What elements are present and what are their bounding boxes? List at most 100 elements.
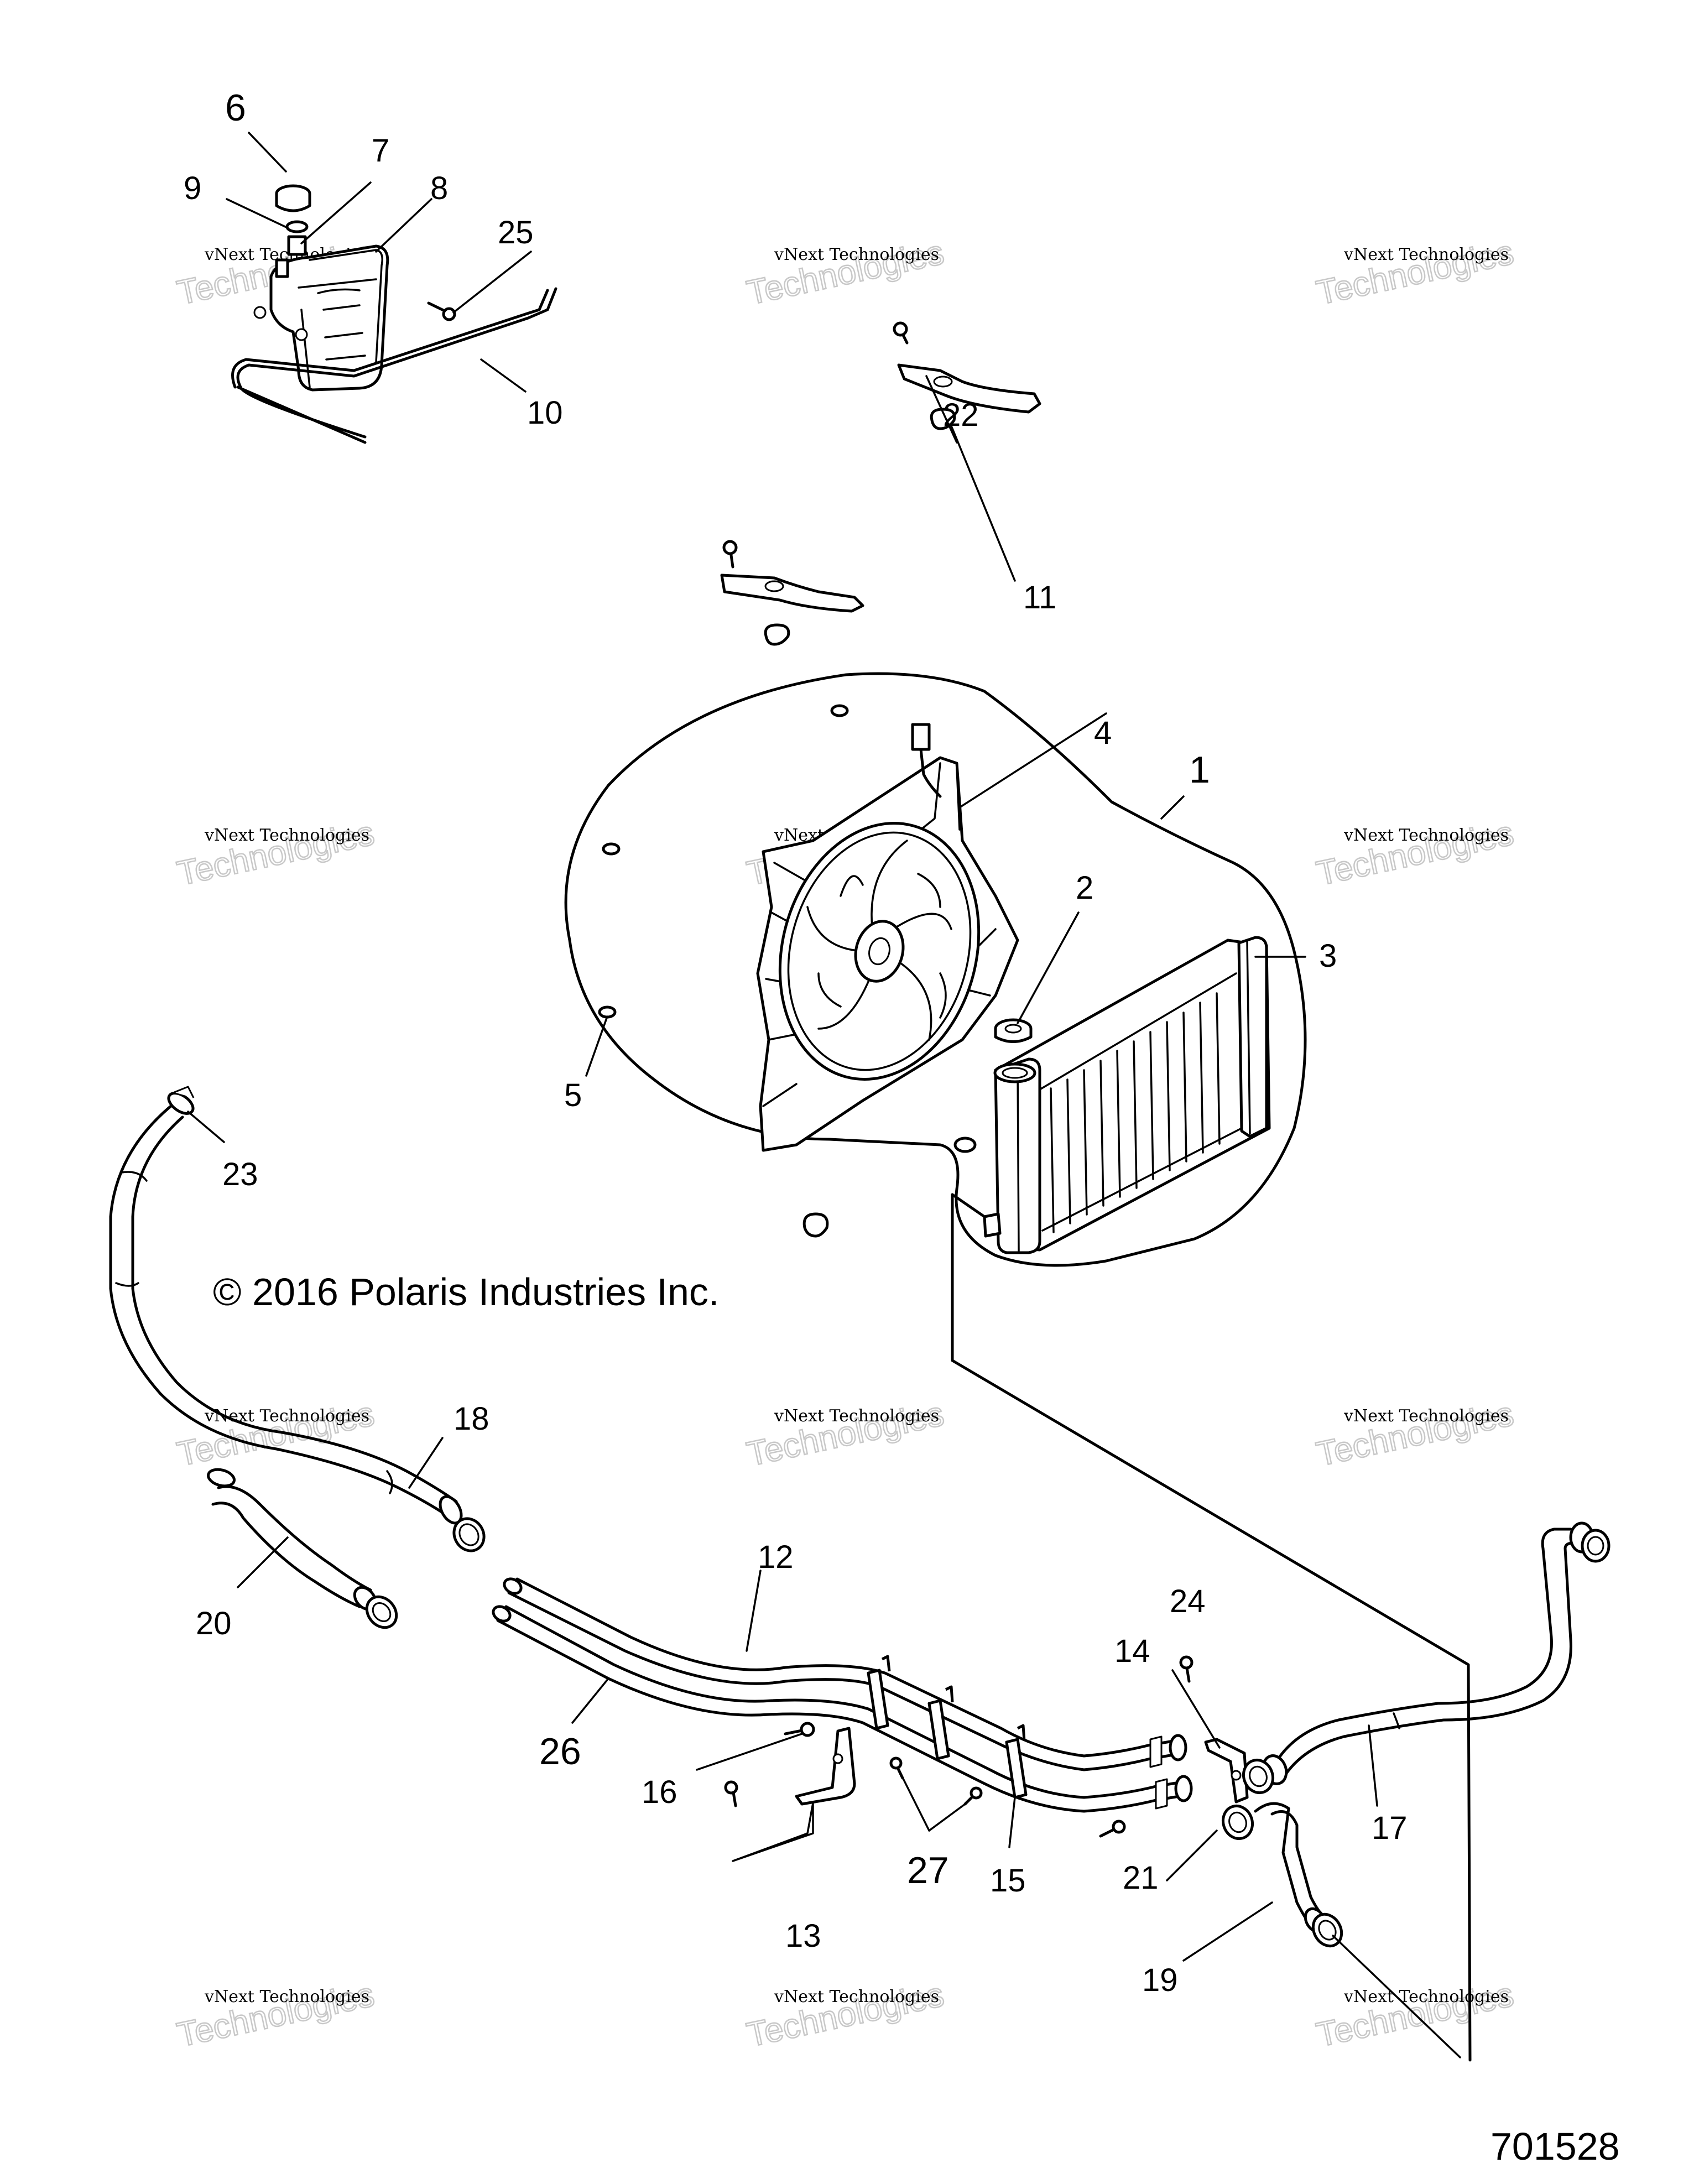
watermark-10: Technologies vNext Technologies	[173, 1975, 378, 2055]
lower-left-hose[interactable]	[206, 1467, 402, 1633]
overflow-hose-edge	[231, 289, 549, 389]
leader-4	[958, 712, 1107, 809]
callout-5: 5	[564, 1077, 582, 1113]
bracket-14[interactable]	[1204, 1738, 1249, 1804]
callout-22: 22	[943, 397, 979, 433]
callout-9: 9	[184, 170, 201, 206]
leader-25	[452, 251, 532, 314]
coolant-tube-assembly[interactable]	[491, 1576, 1193, 1813]
callout-17: 17	[1372, 1810, 1408, 1846]
leader-22	[925, 375, 958, 444]
leader-27b	[928, 1803, 966, 1832]
callout-13: 13	[785, 1918, 821, 1954]
watermark-text: vNext Technologies	[1343, 826, 1509, 845]
overflow-hose-end	[236, 385, 367, 444]
screw-24[interactable]	[1179, 1655, 1194, 1683]
watermark-text: vNext Technologies	[1343, 1406, 1509, 1426]
leader-19	[1182, 1901, 1273, 1962]
callout-8: 8	[430, 170, 448, 206]
screw-15[interactable]	[1099, 1820, 1126, 1838]
watermark-6: Technologies vNext Technologies	[1312, 814, 1518, 894]
leader-1	[1160, 795, 1185, 820]
callout-24: 24	[1170, 1583, 1206, 1619]
callout-3: 3	[1319, 938, 1337, 974]
fan-assembly[interactable]	[752, 723, 1019, 1152]
grommet[interactable]	[802, 1212, 829, 1238]
watermark-9: Technologies vNext Technologies	[1312, 1394, 1518, 1474]
callout-12: 12	[758, 1539, 794, 1575]
callout-21: 21	[1123, 1860, 1159, 1896]
leader-8	[375, 198, 432, 253]
leader-11	[950, 425, 1016, 582]
leader-18	[408, 1437, 444, 1489]
screw-27-right[interactable]	[963, 1786, 983, 1806]
callout-27: 27	[907, 1849, 949, 1891]
watermark-text: vNext Technologies	[774, 245, 939, 264]
callout-18: 18	[454, 1401, 489, 1437]
coolant-reservoir-assembly	[231, 184, 557, 444]
callout-20: 20	[196, 1606, 232, 1641]
screw-25[interactable]	[427, 301, 456, 321]
radiator[interactable]	[983, 936, 1271, 1254]
callout-23: 23	[222, 1156, 258, 1192]
grommet[interactable]	[602, 842, 621, 856]
leader-16	[696, 1733, 803, 1771]
watermark-2: Technologies vNext Technologies	[743, 233, 948, 313]
copyright-notice: © 2016 Polaris Industries Inc.	[213, 1270, 719, 1313]
watermark-text: vNext Technologies	[204, 1987, 369, 2006]
leader-9	[226, 198, 289, 229]
upper-bracket-left[interactable]	[720, 540, 864, 646]
cap-seal[interactable]	[285, 220, 309, 233]
callout-10: 10	[527, 395, 563, 431]
callout-14: 14	[1114, 1633, 1150, 1669]
leader-lines	[187, 132, 1461, 2058]
callout-15: 15	[990, 1863, 1026, 1899]
bracket-13[interactable]	[724, 1727, 856, 1807]
right-upper-hose[interactable]	[1239, 1521, 1611, 1797]
callout-4: 4	[1094, 715, 1112, 751]
watermark-text: vNext Technologies	[774, 1987, 939, 2006]
grommet[interactable]	[830, 704, 849, 717]
leader-5	[585, 1015, 608, 1077]
callout-2: 2	[1076, 870, 1093, 906]
callout-11: 11	[1023, 580, 1056, 616]
leader-13	[732, 1802, 814, 1862]
callout-1: 1	[1189, 749, 1210, 791]
leader-14	[1171, 1669, 1221, 1749]
callout-26: 26	[539, 1730, 581, 1773]
watermark-text: vNext Technologies	[774, 1406, 939, 1426]
callout-25: 25	[498, 215, 534, 251]
reference-line	[951, 1193, 986, 1218]
watermark-text: vNext Technologies	[1343, 1987, 1509, 2006]
callout-19: 19	[1142, 1962, 1178, 1998]
watermark-8: Technologies vNext Technologies	[743, 1394, 948, 1474]
right-lower-hose[interactable]	[1218, 1802, 1347, 1951]
leader-20	[237, 1536, 289, 1588]
leader-12	[746, 1570, 762, 1652]
radiator-cap[interactable]	[994, 1018, 1033, 1043]
watermark-11: Technologies vNext Technologies	[743, 1975, 948, 2055]
screw-16[interactable]	[784, 1722, 815, 1737]
callout-7: 7	[372, 133, 389, 169]
reference-line	[951, 1193, 1472, 2062]
leader-27a	[898, 1769, 930, 1832]
watermark-7: Technologies vNext Technologies	[173, 1394, 378, 1474]
upper-radiator-hose[interactable]	[109, 1086, 490, 1556]
leader-26	[571, 1677, 609, 1724]
leader-10	[480, 358, 527, 393]
radiator-group-outline	[564, 672, 1307, 1267]
grommets	[598, 704, 977, 1238]
document-number: 701528	[1490, 2125, 1620, 2168]
leader-7	[300, 181, 372, 244]
grommet[interactable]	[953, 1137, 977, 1153]
leader-19b	[1332, 1935, 1461, 2058]
reservoir-cap[interactable]	[275, 184, 311, 212]
reservoir-tank[interactable]	[253, 244, 389, 392]
callout-numbers: 6 7 8 9 25 10 22 11 4 1 2 3 5 23 18 20 1…	[184, 87, 1408, 1998]
watermark-text: vNext Technologies	[204, 1406, 369, 1426]
leader-2	[1017, 911, 1080, 1024]
callout-16: 16	[642, 1774, 677, 1810]
filler-neck[interactable]	[287, 235, 307, 256]
watermark-3: Technologies vNext Technologies	[1312, 233, 1518, 313]
